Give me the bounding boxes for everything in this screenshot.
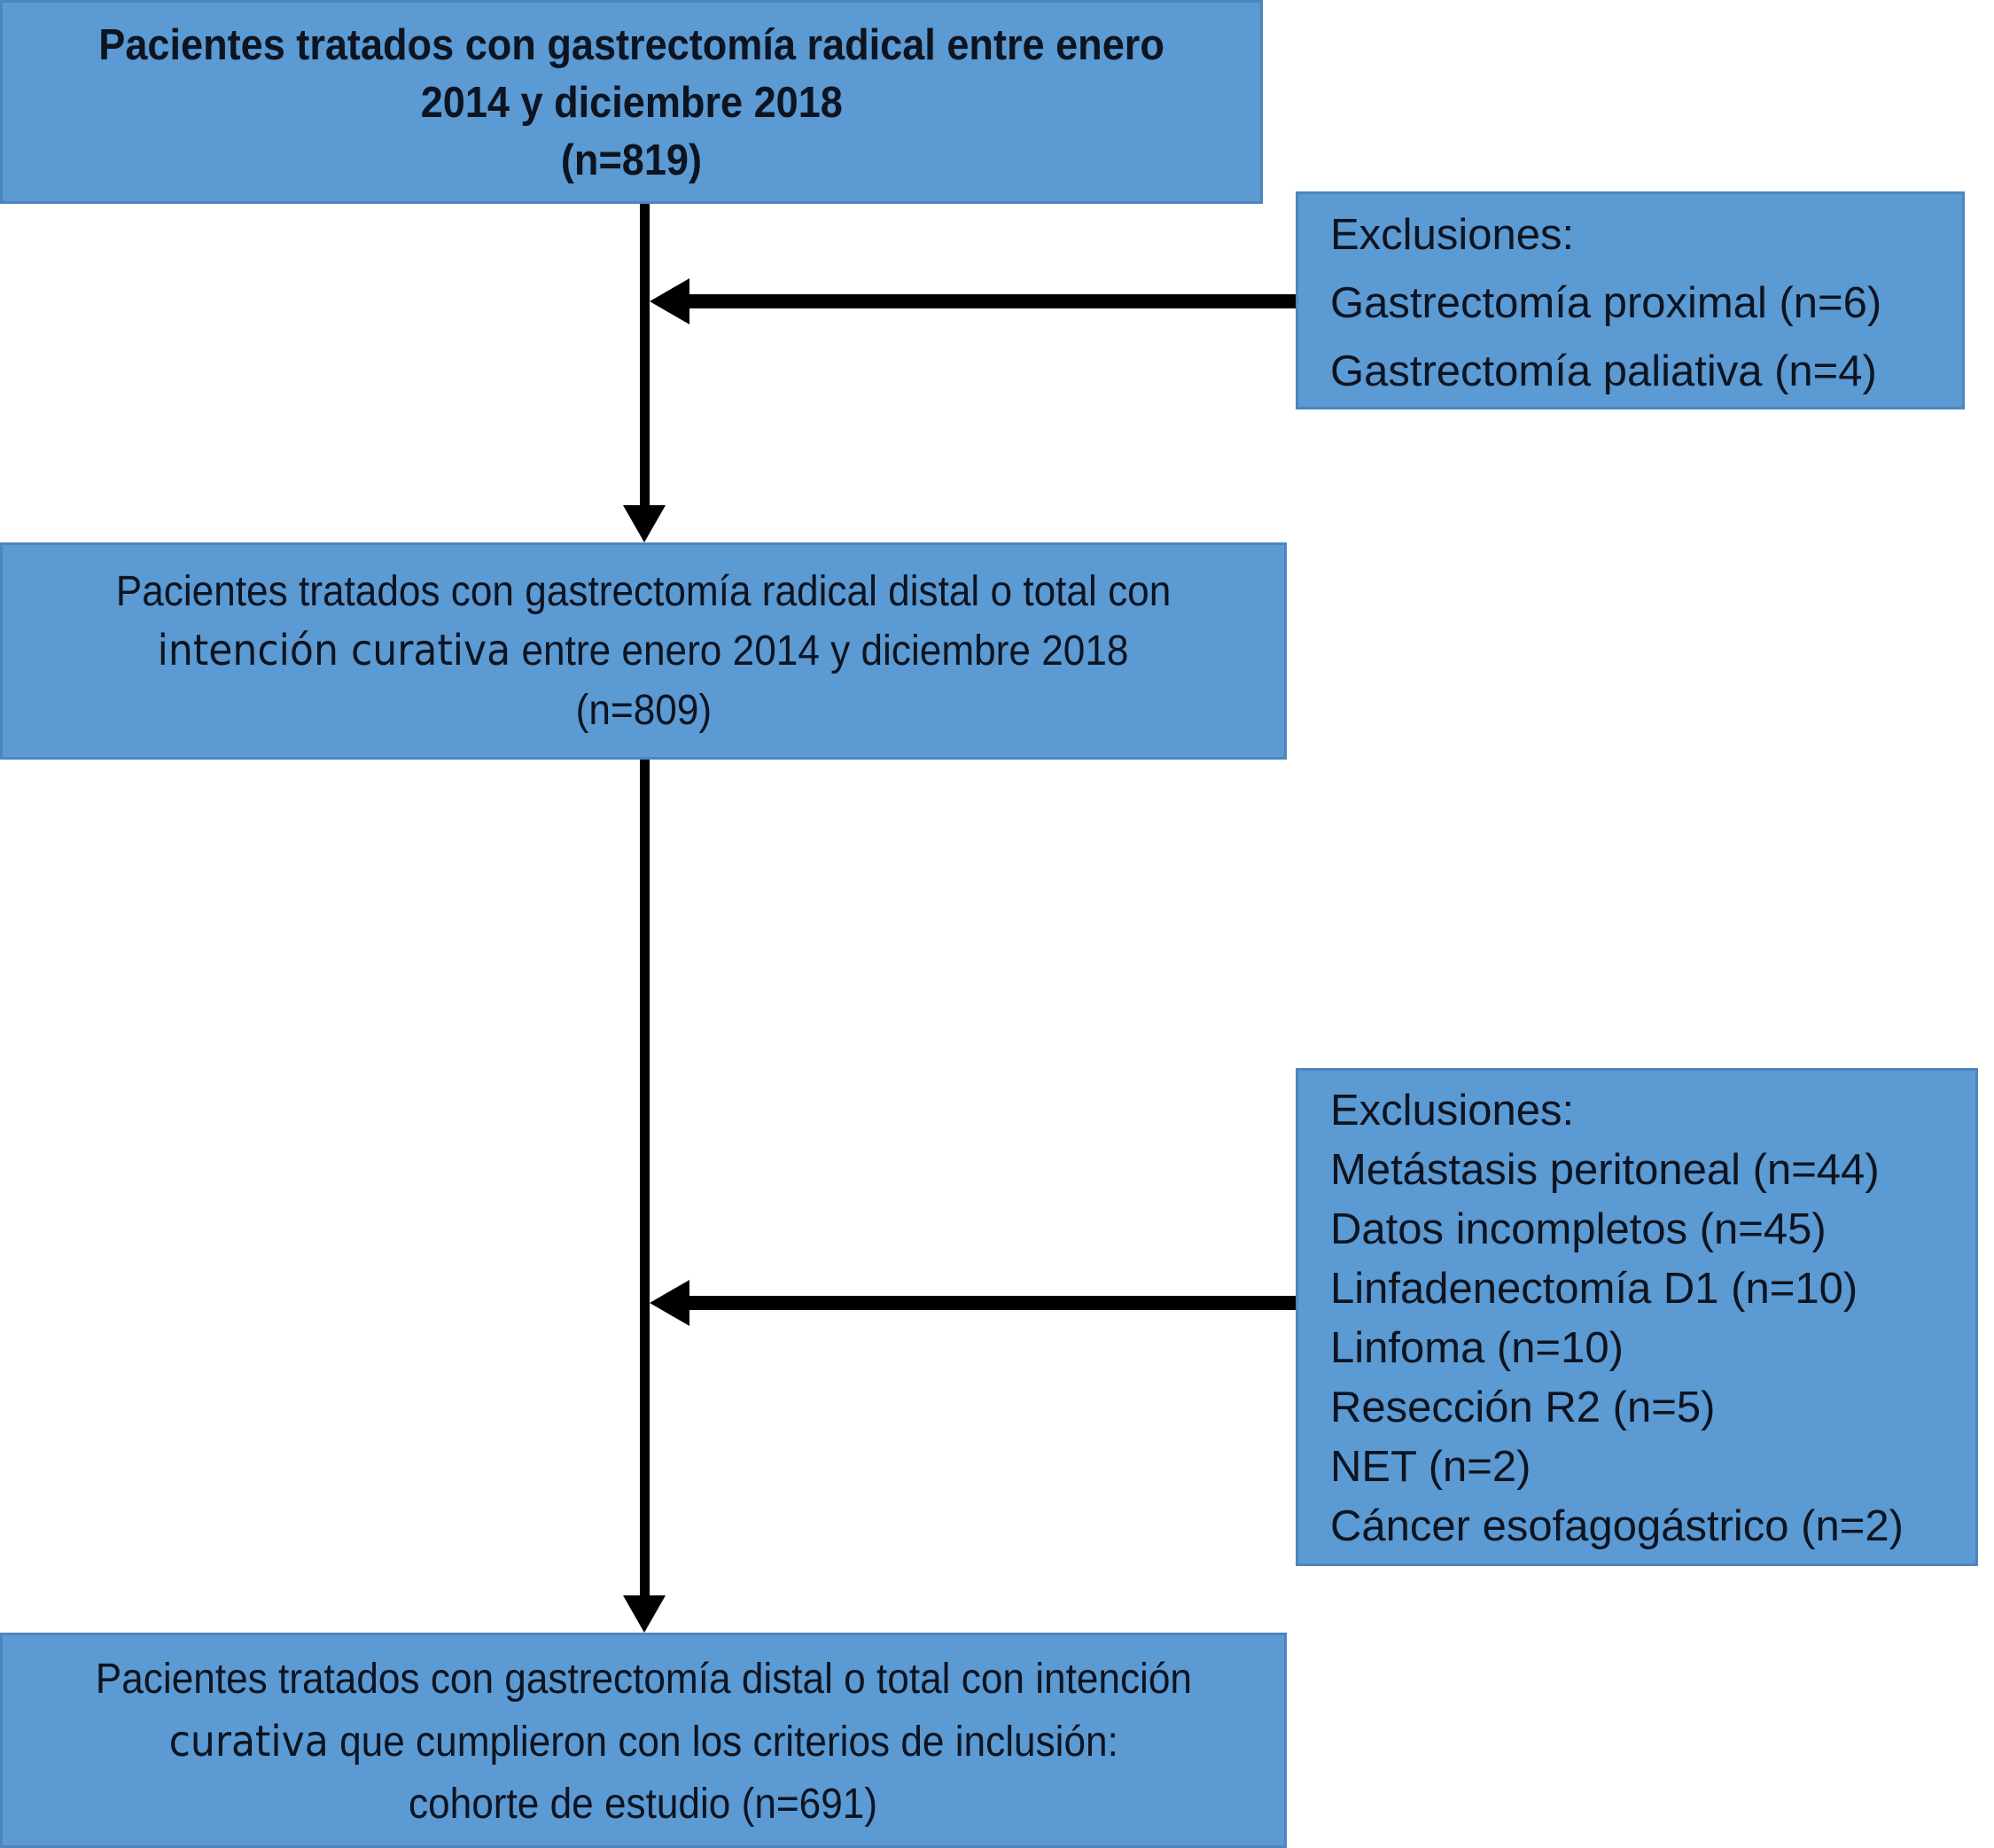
exclusions-title: Exclusiones: (1330, 211, 1575, 259)
exclusion-item: NET (n=2) (1330, 1443, 1531, 1491)
box-line: (n=809) (3, 681, 1284, 740)
exclusion-arrow-2-line (688, 1296, 1296, 1310)
box-line-text: (n=819) (560, 136, 703, 184)
box-line-text: intención curativa entre enero 2014 y di… (158, 621, 1129, 681)
arrow-down-1-line (640, 204, 650, 507)
box-line-text: Pacientes tratados con gastrectomía dist… (95, 1656, 1192, 1703)
box-line-text: curativa que cumplieron con los criterio… (168, 1711, 1118, 1774)
box-line: (n=819) (3, 132, 1260, 190)
box-intermediate-cohort: Pacientes tratados con gastrectomía radi… (0, 542, 1287, 760)
box-line-text: que cumplieron con los criterios de incl… (328, 1719, 1118, 1766)
box-line-text: Pacientes tratados con gastrectomía radi… (115, 568, 1172, 615)
arrow-down-2-head (623, 1595, 666, 1633)
box-line: Pacientes tratados con gastrectomía dist… (3, 1649, 1284, 1711)
box-exclusions-2: Exclusiones: Metástasis peritoneal (n=44… (1296, 1068, 1978, 1566)
exclusion-arrow-1-head (650, 278, 689, 324)
box-line: curativa que cumplieron con los criterio… (3, 1711, 1284, 1774)
box-final-cohort: Pacientes tratados con gastrectomía dist… (0, 1633, 1287, 1848)
arrow-down-1-head (623, 505, 666, 542)
box-line: intención curativa entre enero 2014 y di… (3, 621, 1284, 681)
box-line-text-alt-font: curativa (168, 1717, 329, 1766)
box-line-text: (n=809) (575, 687, 712, 734)
box-line: Pacientes tratados con gastrectomía radi… (3, 17, 1260, 74)
exclusion-item: Linfoma (n=10) (1330, 1324, 1624, 1372)
box-exclusions-1: Exclusiones: Gastrectomía proximal (n=6)… (1296, 191, 1965, 409)
box-line-text: entre enero 2014 y diciembre 2018 (510, 628, 1129, 674)
box-line-text: 2014 y diciembre 2018 (420, 79, 843, 127)
exclusion-item: Resección R2 (n=5) (1330, 1384, 1716, 1431)
arrow-down-2-line (640, 760, 650, 1597)
box-initial-cohort: Pacientes tratados con gastrectomía radi… (0, 0, 1263, 204)
exclusion-item: Metástasis peritoneal (n=44) (1330, 1146, 1880, 1194)
box-line: cohorte de estudio (n=691) (3, 1774, 1284, 1836)
box-line: Pacientes tratados con gastrectomía radi… (3, 562, 1284, 621)
exclusion-item: Gastrectomía paliativa (n=4) (1330, 347, 1877, 395)
exclusion-arrow-2-head (650, 1280, 689, 1326)
exclusions-title: Exclusiones: (1330, 1087, 1575, 1135)
exclusion-item: Linfadenectomía D1 (n=10) (1330, 1265, 1858, 1313)
exclusion-item: Cáncer esofagogástrico (n=2) (1330, 1502, 1904, 1550)
box-line-text: cohorte de estudio (n=691) (409, 1781, 878, 1828)
exclusion-arrow-1-line (688, 294, 1296, 308)
exclusion-item: Datos incompletos (n=45) (1330, 1205, 1827, 1253)
box-line: 2014 y diciembre 2018 (3, 74, 1260, 132)
box-line-text: Pacientes tratados con gastrectomía radi… (98, 21, 1164, 69)
box-line-text-alt-font: intención curativa (158, 626, 511, 675)
exclusion-item: Gastrectomía proximal (n=6) (1330, 279, 1882, 327)
